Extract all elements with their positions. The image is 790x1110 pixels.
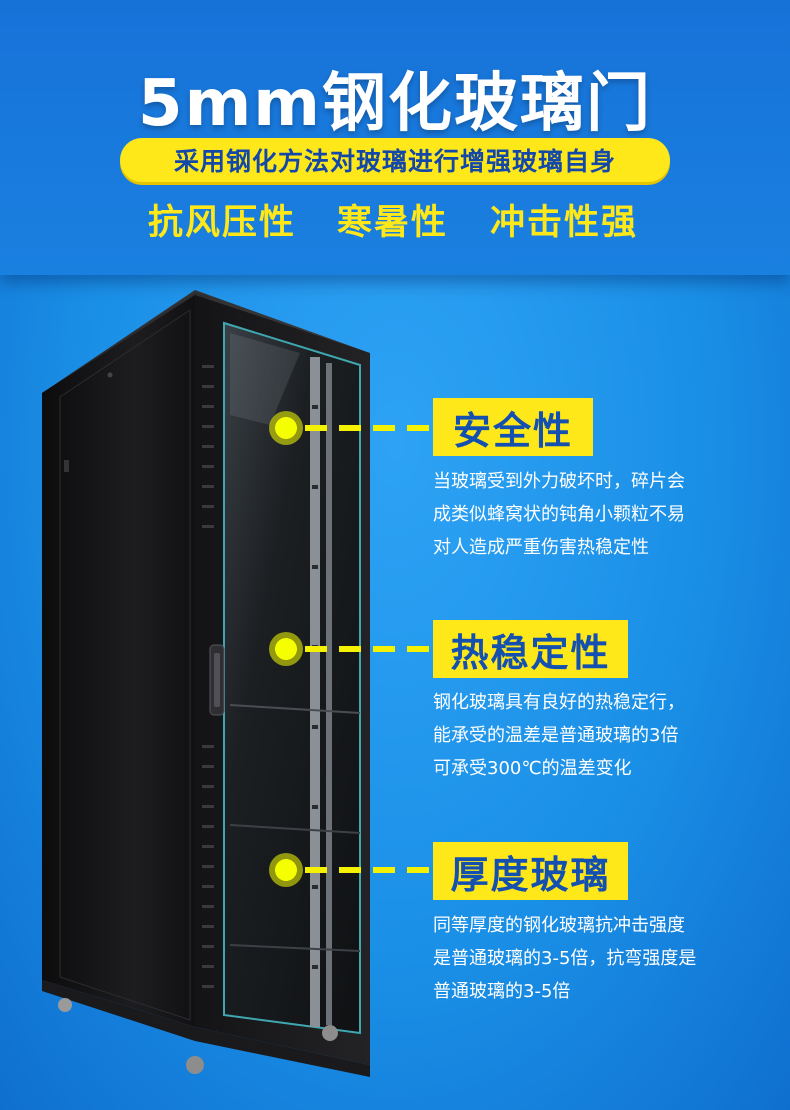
- callout-label-thickness: 厚度玻璃: [433, 842, 628, 900]
- callout-description: 钢化玻璃具有良好的热稳定行， 能承受的温差是普通玻璃的3倍 可承受300℃的温差…: [433, 686, 763, 785]
- feature-wind-pressure: 抗风压性: [148, 203, 297, 243]
- callout-title: 热稳定性: [450, 630, 611, 675]
- callout-label-thermal-stability: 热稳定性: [433, 620, 628, 678]
- cabinet-illustration: [42, 290, 370, 1077]
- header-banner: 5mm钢化玻璃门 采用钢化方法对玻璃进行增强玻璃自身 抗风压性 寒暑性 冲击性强: [0, 0, 790, 275]
- callout-title: 安全性: [452, 408, 573, 453]
- callout-dot-icon: [269, 411, 303, 445]
- description-line: 成类似蜂窝状的钝角小颗粒不易: [433, 504, 685, 525]
- callout-title: 厚度玻璃: [450, 852, 611, 897]
- description-line: 对人造成严重伤害热稳定性: [433, 537, 649, 558]
- description-line: 能承受的温差是普通玻璃的3倍: [433, 725, 679, 746]
- callout-connector: [305, 646, 430, 652]
- callout-dot-icon: [269, 632, 303, 666]
- callout-label-safety: 安全性: [433, 398, 593, 456]
- description-line: 可承受300℃的温差变化: [433, 758, 632, 779]
- feature-temperature: 寒暑性: [337, 203, 449, 243]
- subtitle-pill: 采用钢化方法对玻璃进行增强玻璃自身: [120, 138, 670, 182]
- page-title: 5mm钢化玻璃门: [138, 67, 652, 141]
- subtitle-text: 采用钢化方法对玻璃进行增强玻璃自身: [173, 147, 616, 176]
- description-line: 当玻璃受到外力破坏时，碎片会: [433, 471, 685, 492]
- callout-dot-icon: [269, 853, 303, 887]
- callout-description: 当玻璃受到外力破坏时，碎片会 成类似蜂窝状的钝角小颗粒不易 对人造成严重伤害热稳…: [433, 465, 763, 564]
- callout-connector: [305, 425, 430, 431]
- description-line: 同等厚度的钢化玻璃抗冲击强度: [433, 915, 685, 936]
- callout-description: 同等厚度的钢化玻璃抗冲击强度 是普通玻璃的3-5倍，抗弯强度是 普通玻璃的3-5…: [433, 909, 763, 1008]
- description-line: 普通玻璃的3-5倍: [433, 981, 571, 1002]
- feature-impact: 冲击性强: [490, 203, 639, 243]
- feature-list: 抗风压性 寒暑性 冲击性强: [0, 194, 790, 244]
- callout-connector: [305, 867, 430, 873]
- description-line: 钢化玻璃具有良好的热稳定行，: [433, 692, 685, 713]
- description-line: 是普通玻璃的3-5倍，抗弯强度是: [433, 948, 697, 969]
